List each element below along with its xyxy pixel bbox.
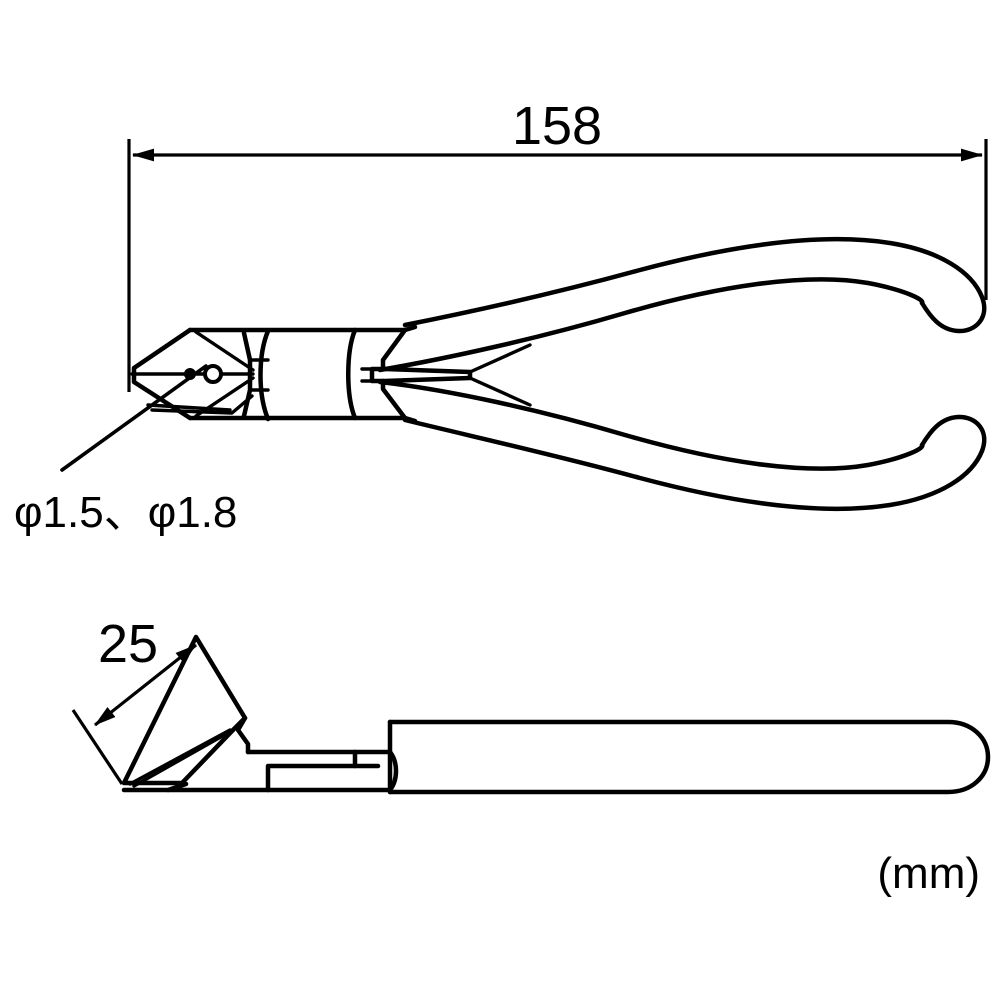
handle-shoulder-lower [403,416,417,423]
jaw-dim-ext-line-lower [71,709,124,785]
pivot-lower-taper [380,378,408,421]
pivot-slot-taper-upper [468,343,532,374]
plan-nose-upper [165,781,189,793]
angled-jaw-bevel [128,728,232,786]
plier-plan-view [121,634,991,795]
lower-handle-inner [377,379,925,471]
hole-diameter-callout: φ1.5、φ1.8 [14,488,237,537]
pivot-slot-taper-lower [468,376,532,407]
unit-label: (mm) [877,849,980,898]
jaw-dim-arrow-line [94,643,197,727]
pivot-band-left [346,327,358,421]
phi-callout-leader-line [60,364,208,472]
jaw-inner-taper-upper [194,330,255,372]
jaw-upper-bevel [131,327,193,378]
second-blade-line-2 [146,403,232,412]
dimension-label-25: 25 [98,614,158,674]
dimension-overall-length [127,139,988,392]
jaw-boss-band-right [258,328,271,422]
lower-handle-outer [402,414,987,512]
angled-jaw-outline [121,634,248,786]
plan-joint-step [265,749,358,793]
plan-handle-bar [387,719,991,795]
dimension-jaw-length [71,643,197,785]
head-lower-outline [187,415,418,424]
angled-jaw-bevel-2 [132,732,228,788]
pivot-upper-taper [380,327,408,372]
upper-handle-outer [402,236,987,334]
upper-handle-inner [377,277,925,373]
handle-shoulder-upper [403,325,417,332]
hole-phi-1-8 [203,364,223,384]
dimension-label-158: 158 [512,96,602,156]
pivot-slot [369,366,473,384]
angled-jaw-shoulder [235,715,251,755]
head-upper-outline [187,324,418,333]
jaw-boss-band-left [241,330,253,419]
plier-side-view [130,236,987,512]
